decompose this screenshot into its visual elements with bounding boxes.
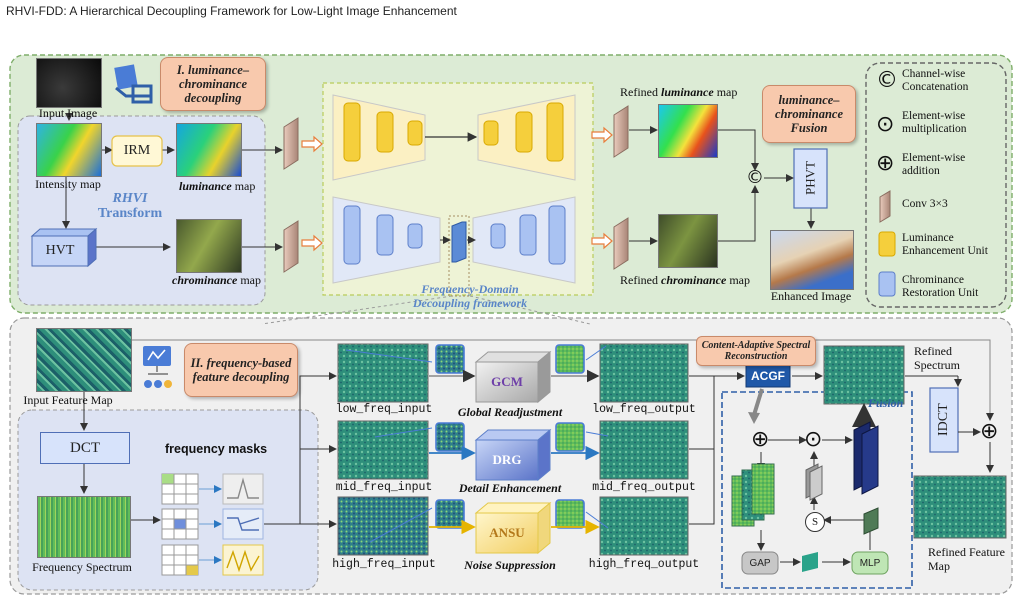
final-add-icon: ⊕: [980, 419, 999, 444]
fusion-add-icon: ⊕: [751, 427, 770, 452]
noise-suppression-label: Noise Suppression: [464, 558, 556, 572]
chrominance-map-image: [176, 219, 242, 273]
input-feature-map-label: Input Feature Map: [23, 393, 113, 407]
fusion-stage-label: luminance–chrominance Fusion: [762, 85, 856, 143]
mult-legend-text: Element-wise multiplication: [902, 110, 967, 135]
stage1-label: I. luminance–chrominance decoupling: [160, 57, 266, 111]
chrominance-map-word: map: [237, 273, 262, 287]
high-freq-input-label: high_freq_input: [332, 558, 436, 571]
map-word: map: [231, 179, 256, 193]
luminance-map-label: luminance map: [179, 179, 255, 194]
frequency-spectrum-image: [37, 496, 131, 558]
lum-unit-legend-text: Luminance Enhancement Unit: [902, 232, 988, 257]
mult-legend-icon: ⊙: [876, 112, 895, 137]
gap-block: GAP: [749, 557, 771, 569]
luminance-word: luminance: [179, 179, 232, 193]
frequency-masks-label: frequency masks: [165, 442, 268, 456]
frequency-analysis-icon: [143, 346, 172, 388]
fusion-label: Fusion: [868, 396, 904, 410]
fusion-mult-icon: ⊙: [804, 427, 823, 452]
conv-legend-text: Conv 3×3: [902, 198, 948, 210]
gcm-cube: [474, 350, 552, 404]
transform-label: Transform: [97, 206, 163, 221]
page-header-title: RHVI-FDD: A Hierarchical Decoupling Fram…: [6, 4, 457, 18]
refined-feature-map-label: Refined Feature Map: [928, 545, 1005, 573]
input-feature-map-image: [36, 328, 132, 392]
decoupling-icon: [114, 64, 153, 104]
enhanced-image-label: Enhanced Image: [770, 289, 852, 303]
mid-freq-output-label: mid_freq_output: [592, 481, 696, 494]
input-image-label: Input Image: [38, 106, 98, 120]
ansu-cube: [474, 501, 552, 555]
conv-blocks: [283, 105, 629, 273]
refined-spectrum-label: Refined Spectrum: [914, 344, 960, 372]
filter-response-icons: [222, 473, 264, 576]
casr-label: Content-Adaptive Spectral Reconstruction: [696, 336, 816, 366]
concat-symbol: ©: [746, 167, 764, 188]
stage2-label: II. frequency-based feature decoupling: [184, 343, 298, 397]
ansu-block: ANSU: [489, 525, 525, 540]
chrominance-map-label: chrominance map: [172, 273, 261, 288]
mask-grids: [161, 473, 199, 576]
low-freq-input-label: low_freq_input: [335, 403, 433, 416]
add-legend-text: Element-wise addition: [902, 152, 966, 177]
legend-panel: [865, 62, 1007, 308]
detail-enhancement-label: Detail Enhancement: [458, 481, 562, 495]
refined-chrominance-image: [658, 214, 718, 268]
mid-freq-input-label: mid_freq_input: [335, 481, 433, 494]
luminance-map-image: [176, 123, 242, 177]
drg-cube: [474, 428, 552, 482]
chrominance-word: chrominance: [172, 273, 238, 287]
refined-luminance-word: luminance: [661, 85, 714, 99]
chrom-unit-legend-text: Chrominance Restoration Unit: [902, 274, 979, 299]
decoupling-framework-label: Decoupling framework: [412, 296, 528, 310]
irm-block: IRM: [123, 143, 151, 158]
mlp-block: MLP: [859, 557, 881, 569]
idct-block: IDCT: [936, 403, 951, 437]
frequency-spectrum-label: Frequency Spectrum: [32, 560, 132, 574]
input-image: [36, 58, 102, 108]
refined-word-lum: Refined: [620, 85, 661, 99]
acgf-block: ACGF: [751, 369, 785, 383]
global-readjustment-label: Global Readjustment: [457, 405, 563, 419]
refined-chrominance-word: chrominance: [661, 273, 727, 287]
rhvi-label: RHVI: [112, 191, 148, 206]
hvt-block: HVT: [45, 243, 75, 258]
gcm-block: GCM: [491, 374, 523, 389]
refined-word-chrom: Refined: [620, 273, 661, 287]
phvt-block: PHVT: [802, 161, 818, 196]
refined-chrominance-label: Refined chrominance map: [620, 273, 750, 288]
add-legend-icon: ⊕: [876, 151, 895, 176]
refined-luminance-label: Refined luminance map: [620, 85, 737, 100]
fusion-feature-stack: [731, 421, 889, 575]
refined-lum-map-word: map: [713, 85, 738, 99]
low-freq-output-label: low_freq_output: [592, 403, 696, 416]
concat-legend-icon: ©: [876, 68, 898, 93]
intensity-map-image: [36, 123, 102, 177]
refined-chrom-map-word: map: [726, 273, 751, 287]
refined-luminance-image: [658, 104, 718, 158]
concat-legend-text: Channel-wise Concatenation: [902, 68, 969, 93]
intensity-map-label: Intensity map: [35, 177, 101, 191]
drg-block: DRG: [492, 452, 522, 467]
high-freq-output-label: high_freq_output: [588, 558, 700, 571]
enhanced-image: [770, 230, 854, 290]
sigmoid-node: S: [805, 512, 825, 532]
dct-block: DCT: [40, 432, 130, 464]
frequency-domain-label: Frequency-Domain: [421, 282, 519, 296]
fusion-panel: [721, 391, 913, 589]
